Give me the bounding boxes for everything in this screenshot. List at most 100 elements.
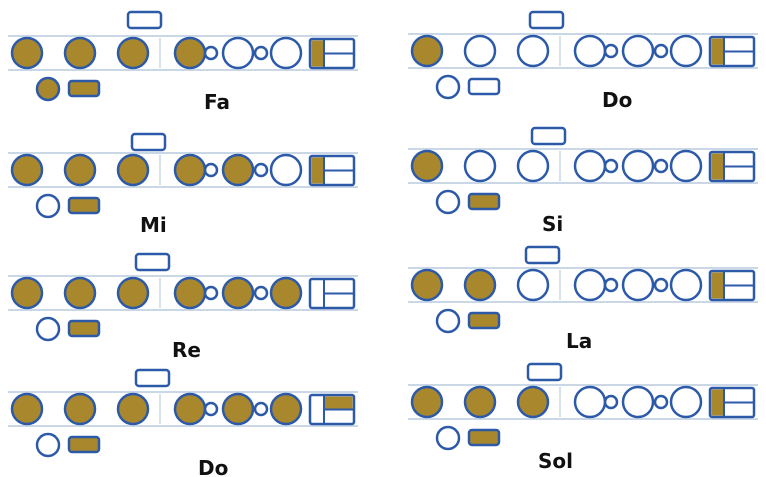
tone-hole-5 — [603, 394, 619, 410]
tone-hole-7 — [253, 285, 269, 301]
tone-hole-7 — [653, 277, 669, 293]
thumb-key — [467, 192, 501, 211]
key-cell-left — [311, 40, 324, 67]
fingering-chart-7: Do — [8, 368, 358, 477]
tone-hole-5 — [203, 285, 219, 301]
tone-hole-6 — [221, 153, 255, 187]
key-cell-top — [725, 389, 753, 402]
key-cell-bottom — [725, 286, 753, 299]
thumb-hole — [435, 189, 461, 215]
note-label: Re — [172, 338, 201, 362]
tone-hole-5 — [603, 43, 619, 59]
tone-hole-4 — [173, 276, 207, 310]
tone-hole-2 — [463, 149, 497, 183]
key-cell-top — [325, 280, 353, 293]
tone-hole-4 — [173, 153, 207, 187]
tone-hole-3 — [516, 34, 550, 68]
note-label: Sol — [538, 449, 573, 473]
tone-hole-3 — [516, 149, 550, 183]
tone-hole-5 — [603, 277, 619, 293]
tone-hole-3 — [116, 36, 150, 70]
key-cell-top — [325, 396, 353, 409]
note-label: La — [566, 329, 592, 353]
note-label: Do — [602, 88, 632, 112]
tone-hole-1 — [10, 392, 44, 426]
tone-hole-8 — [269, 276, 303, 310]
tone-hole-2 — [463, 268, 497, 302]
tone-hole-4 — [573, 34, 607, 68]
register-key — [134, 252, 171, 272]
tone-hole-3 — [516, 268, 550, 302]
register-key — [134, 368, 171, 388]
thumb-hole — [435, 74, 461, 100]
thumb-hole — [35, 193, 61, 219]
key-cell-bottom — [725, 403, 753, 416]
register-key — [524, 245, 561, 265]
thumb-key — [67, 79, 101, 98]
key-cell-left — [311, 157, 324, 184]
thumb-key — [67, 196, 101, 215]
tone-hole-4 — [573, 149, 607, 183]
fingering-chart-8: Sol — [408, 362, 758, 473]
key-cell-left — [711, 38, 724, 65]
key-cell-bottom — [325, 171, 353, 184]
tone-hole-8 — [669, 385, 703, 419]
key-cell-bottom — [325, 294, 353, 307]
register-key — [528, 10, 565, 30]
tone-hole-3 — [116, 392, 150, 426]
tone-hole-2 — [63, 153, 97, 187]
register-key — [526, 362, 563, 382]
thumb-hole — [435, 425, 461, 451]
tone-hole-4 — [173, 392, 207, 426]
thumb-key — [67, 319, 101, 338]
tone-hole-7 — [253, 401, 269, 417]
tone-hole-8 — [269, 392, 303, 426]
tone-hole-1 — [10, 276, 44, 310]
key-block — [708, 150, 756, 183]
key-cell-left — [711, 272, 724, 299]
tone-hole-1 — [410, 268, 444, 302]
key-block — [708, 269, 756, 302]
key-cell-top — [725, 153, 753, 166]
tone-hole-6 — [221, 36, 255, 70]
tone-hole-7 — [653, 158, 669, 174]
thumb-hole — [35, 432, 61, 458]
key-cell-bottom — [325, 410, 353, 423]
tone-hole-2 — [63, 36, 97, 70]
tone-hole-2 — [63, 392, 97, 426]
key-cell-bottom — [725, 167, 753, 180]
thumb-key — [467, 428, 501, 447]
thumb-hole — [435, 308, 461, 334]
key-block — [708, 386, 756, 419]
tone-hole-6 — [621, 385, 655, 419]
note-label: Si — [542, 212, 563, 236]
tone-hole-6 — [221, 392, 255, 426]
tone-hole-5 — [203, 45, 219, 61]
thumb-key — [467, 311, 501, 330]
fingering-chart-3: Mi — [8, 132, 358, 237]
tone-hole-1 — [10, 36, 44, 70]
thumb-hole — [35, 316, 61, 342]
key-cell-left — [711, 153, 724, 180]
note-label: Fa — [204, 90, 230, 114]
tone-hole-8 — [669, 149, 703, 183]
tone-hole-8 — [269, 36, 303, 70]
tone-hole-6 — [621, 268, 655, 302]
tone-hole-5 — [203, 162, 219, 178]
tone-hole-7 — [253, 45, 269, 61]
fingering-chart-1: Fa — [8, 10, 358, 114]
key-cell-left — [711, 389, 724, 416]
key-cell-top — [725, 272, 753, 285]
tone-hole-1 — [410, 149, 444, 183]
tone-hole-7 — [253, 162, 269, 178]
register-key — [530, 126, 567, 146]
key-block — [308, 37, 356, 70]
tone-hole-2 — [463, 34, 497, 68]
tone-hole-7 — [653, 394, 669, 410]
key-cell-bottom — [725, 52, 753, 65]
tone-hole-8 — [269, 153, 303, 187]
key-cell-top — [325, 157, 353, 170]
tone-hole-1 — [410, 385, 444, 419]
tone-hole-2 — [463, 385, 497, 419]
